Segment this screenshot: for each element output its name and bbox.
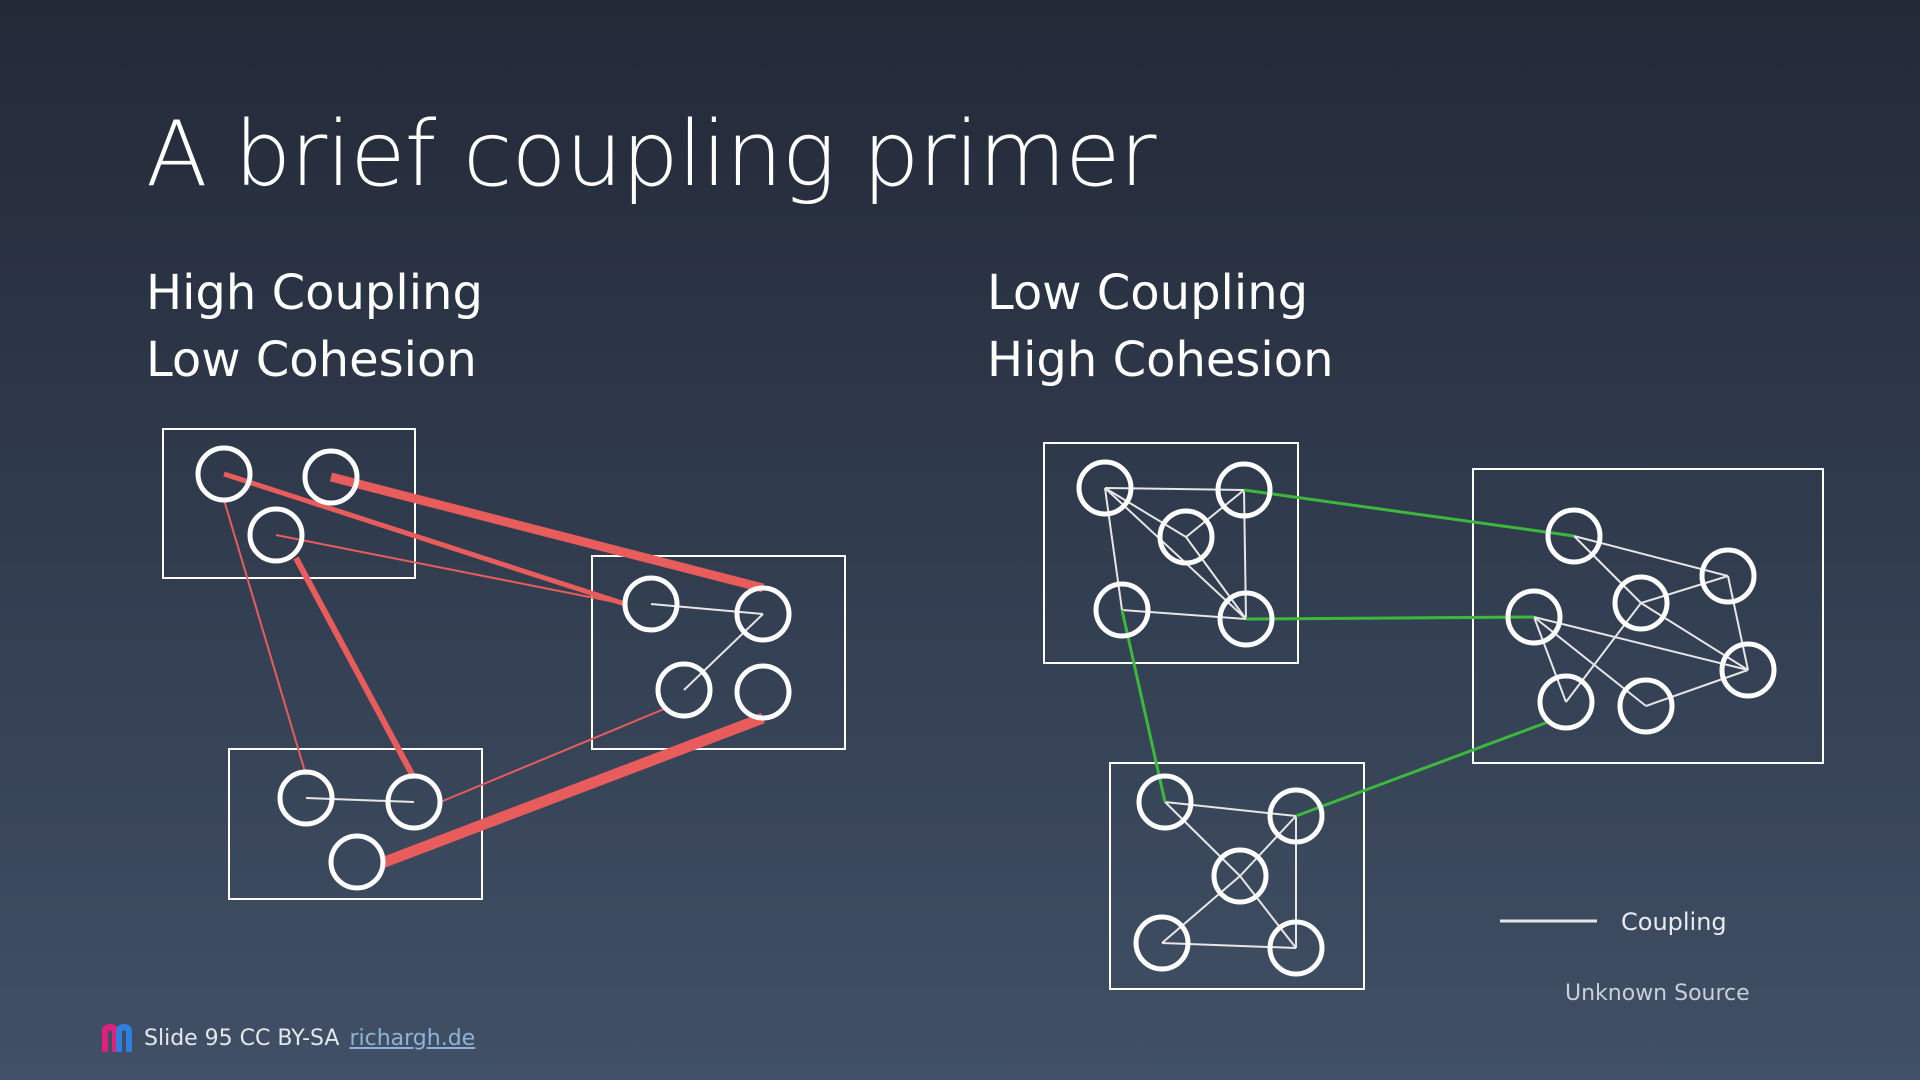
coupling-edge	[293, 556, 417, 780]
internal-edge	[1533, 616, 1567, 703]
graph-node	[1133, 914, 1191, 972]
internal-edge	[1185, 489, 1245, 538]
coupling-edge	[1295, 720, 1549, 818]
internal-edge	[1104, 487, 1245, 491]
coupling-edge	[1245, 615, 1535, 621]
high-coupling-diagram	[162, 428, 846, 900]
internal-edge	[1164, 801, 1297, 817]
graph-node	[1537, 673, 1595, 731]
graph-node	[1136, 773, 1194, 831]
coupling-edge	[329, 472, 765, 593]
footer: Slide 95 CC BY-SA richargh.de	[100, 1022, 475, 1054]
left-heading: High Coupling Low Cohesion	[146, 260, 483, 394]
internal-edge	[650, 603, 764, 615]
internal-edge	[1121, 609, 1247, 620]
internal-edge	[1104, 487, 1247, 620]
graph-node	[302, 448, 360, 506]
internal-edge	[1565, 602, 1642, 703]
coupling-edge	[1243, 488, 1575, 538]
right-heading-line-1: Low Coupling	[987, 265, 1309, 321]
internal-edge	[1243, 489, 1247, 620]
module-box-a	[162, 428, 416, 579]
graph-node	[1719, 641, 1777, 699]
module-box-c	[228, 748, 483, 900]
graph-node	[247, 506, 305, 564]
module-box-f	[1109, 762, 1365, 990]
internal-edge	[683, 613, 764, 691]
internal-edge	[1161, 875, 1241, 944]
internal-edge	[1640, 575, 1729, 604]
graph-node	[385, 773, 443, 831]
source-credit: Unknown Source	[1565, 981, 1750, 1006]
graph-node	[1076, 459, 1134, 517]
internal-edge	[1645, 669, 1749, 707]
left-heading-line-2: Low Cohesion	[146, 332, 477, 388]
coupling-edge	[380, 712, 765, 869]
richargh-logo-icon	[102, 1024, 132, 1052]
graph-node	[195, 445, 253, 503]
internal-edge	[1239, 815, 1297, 877]
graph-node	[1545, 507, 1603, 565]
footer-text: Slide 95 CC BY-SA	[144, 1025, 340, 1051]
graph-node	[277, 769, 335, 827]
graph-node	[734, 663, 792, 721]
graph-node	[1267, 919, 1325, 977]
graph-node	[328, 833, 386, 891]
graph-node	[734, 585, 792, 643]
module-box-b	[591, 555, 846, 750]
graph-node	[1617, 677, 1675, 735]
coupling-edge	[223, 471, 626, 607]
graph-node	[1215, 461, 1273, 519]
left-heading-line-1: High Coupling	[146, 265, 483, 321]
slide-title: A brief coupling primer	[146, 102, 1157, 207]
module-box-d	[1043, 442, 1299, 664]
graph-node	[1505, 588, 1563, 646]
internal-edge	[1104, 487, 1123, 611]
right-heading-line-2: High Cohesion	[987, 332, 1334, 388]
graph-node	[622, 575, 680, 633]
coupling-edge	[1120, 609, 1167, 803]
graph-node	[1157, 508, 1215, 566]
legend-label: Coupling	[1621, 908, 1727, 936]
right-heading: Low Coupling High Cohesion	[987, 260, 1334, 394]
low-coupling-diagram	[1043, 442, 1824, 990]
internal-edge	[1573, 535, 1642, 604]
internal-edge	[1727, 575, 1749, 671]
graph-node	[1612, 574, 1670, 632]
graph-node	[655, 661, 713, 719]
internal-edge	[1104, 487, 1187, 538]
internal-edge	[1164, 801, 1241, 877]
graph-node	[1217, 590, 1275, 648]
graph-node	[1211, 847, 1269, 905]
footer-link[interactable]: richargh.de	[349, 1025, 476, 1051]
coupling-edge	[275, 534, 626, 605]
internal-edge	[1533, 616, 1749, 671]
internal-edge	[1185, 536, 1247, 620]
internal-edge	[305, 797, 415, 803]
coupling-edge	[223, 499, 307, 776]
graph-node	[1267, 787, 1325, 845]
graph-node	[1699, 547, 1757, 605]
coupling-edge	[437, 708, 665, 804]
internal-edge	[1161, 942, 1297, 949]
graph-node	[1093, 581, 1151, 639]
internal-edge	[1239, 875, 1297, 949]
internal-edge	[1640, 602, 1749, 671]
